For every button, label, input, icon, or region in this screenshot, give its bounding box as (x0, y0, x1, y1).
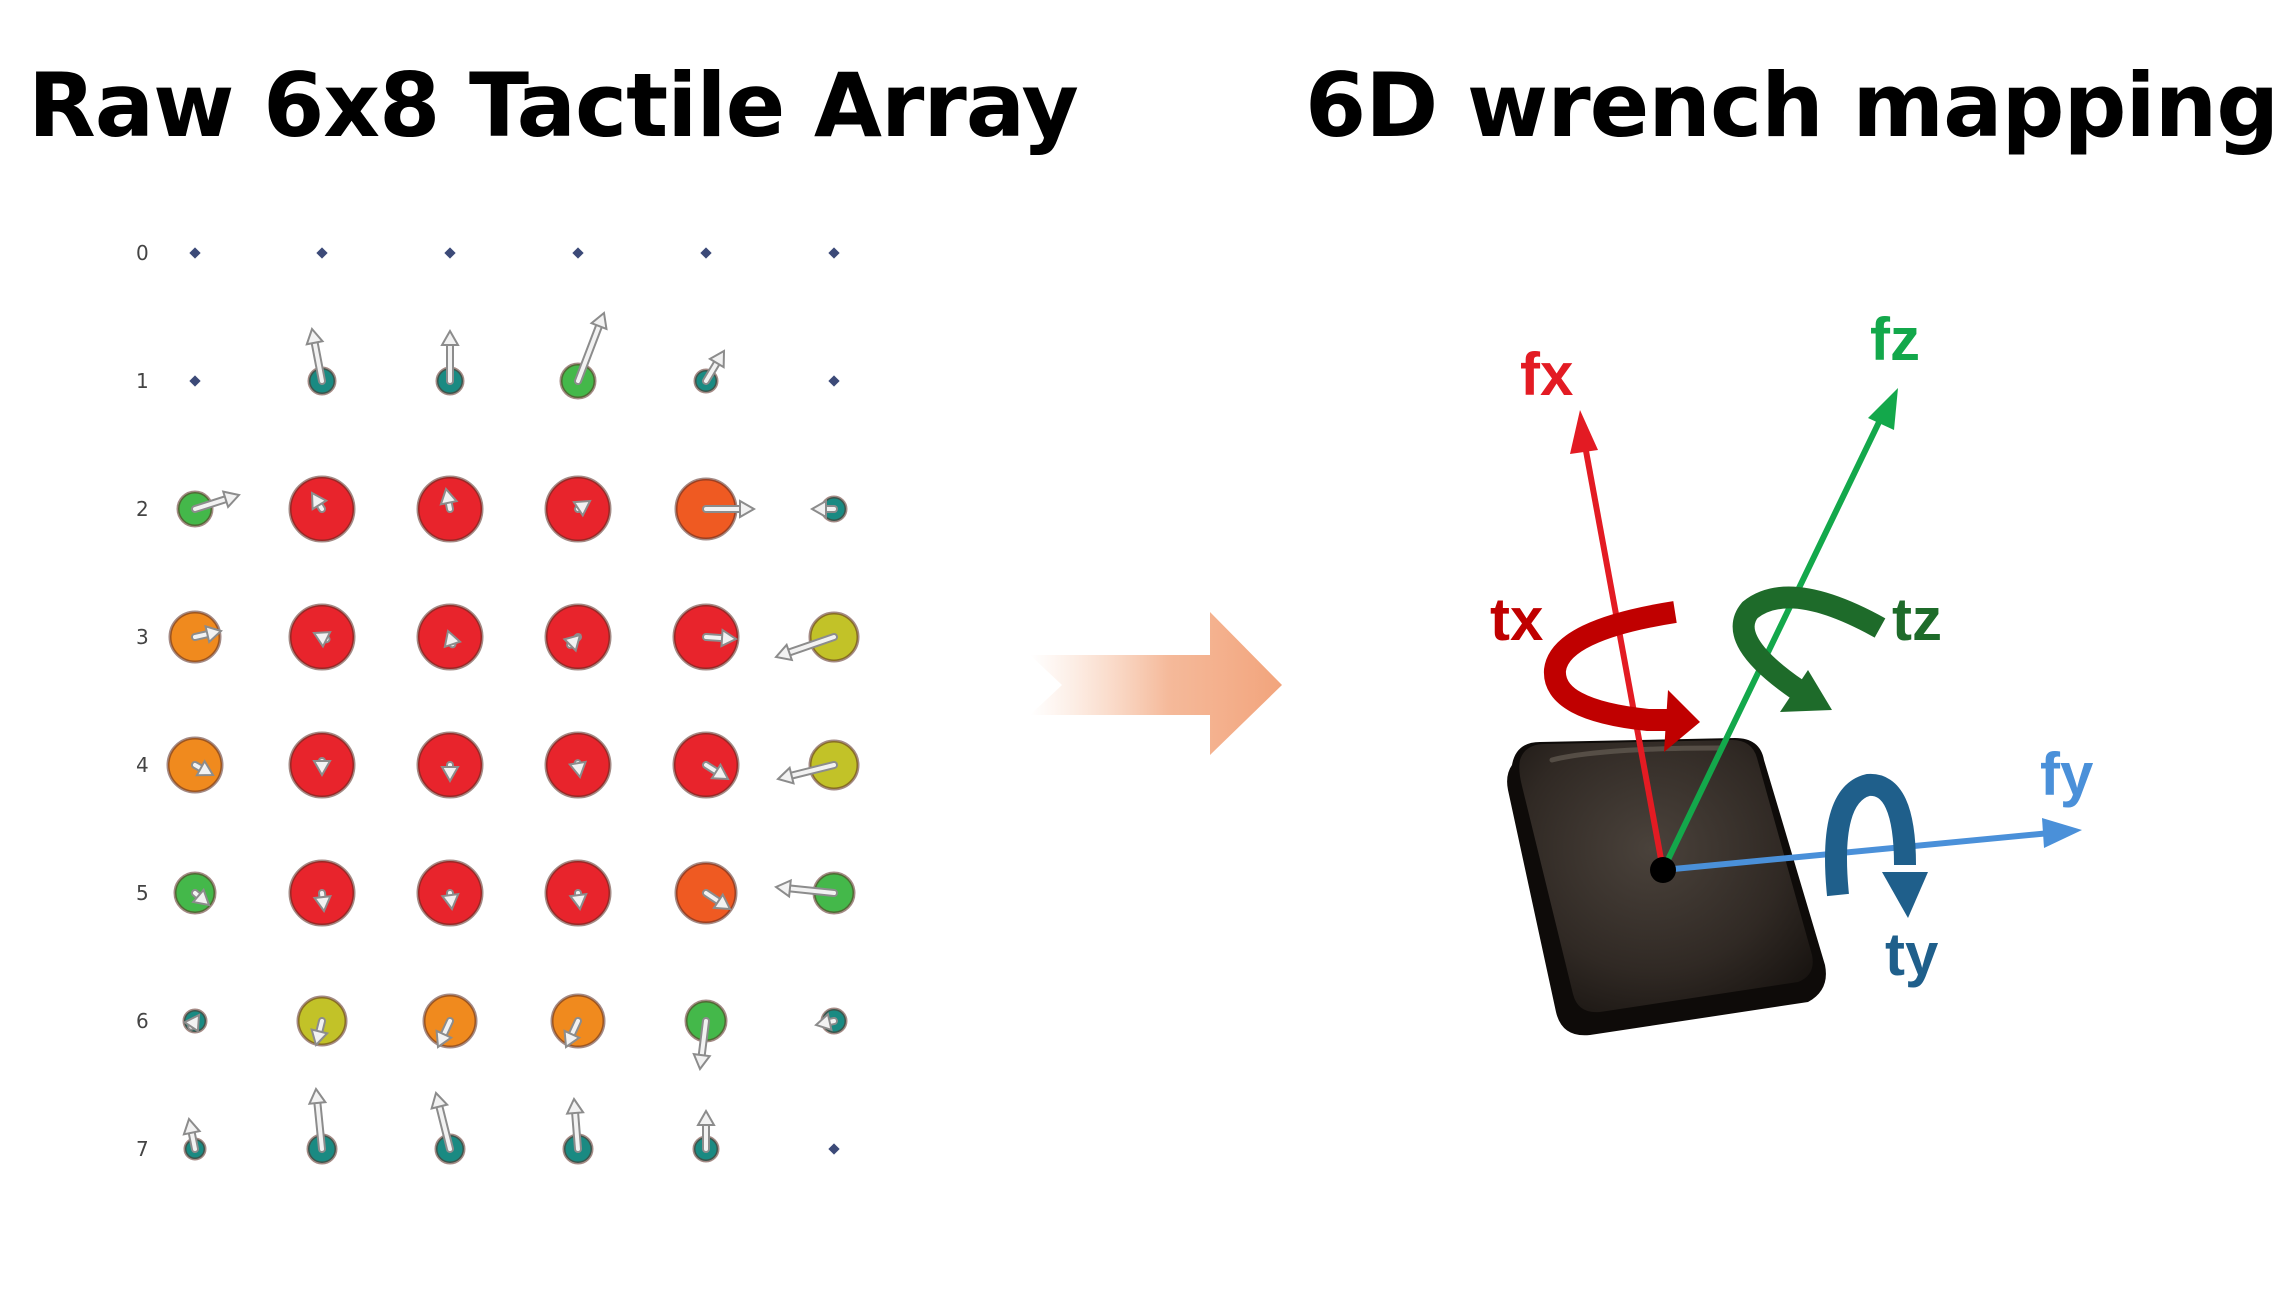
tactile-pad (1507, 738, 1826, 1036)
taxel-r5-c0 (173, 871, 217, 915)
taxel-r1-c2 (435, 328, 465, 396)
center-point (1650, 857, 1676, 883)
taxel-r0-c3 (572, 247, 584, 259)
taxel-r4-c3 (544, 731, 612, 799)
taxel-r0-c4 (700, 247, 712, 259)
label-fz: fz (1870, 306, 1920, 373)
taxel-r5-c4 (674, 861, 738, 925)
taxel-r4-c0 (166, 736, 224, 794)
label-fx: fx (1520, 341, 1573, 408)
taxel-r5-c2 (416, 859, 484, 927)
torque-arcs (1543, 586, 1928, 918)
taxel-r2-c2 (416, 475, 484, 543)
row-label-5: 5 (136, 881, 149, 905)
taxel-r6-c5 (814, 1007, 848, 1035)
taxel-r2-c3 (544, 475, 612, 543)
row-label-7: 7 (136, 1137, 149, 1161)
taxel-r0-c2 (444, 247, 456, 259)
taxel-r4-c1 (288, 731, 356, 799)
taxel-r7-c5 (828, 1143, 840, 1155)
taxel-r1-c3 (559, 311, 608, 400)
taxel-r1-c0 (189, 375, 201, 387)
taxel-r3-c5 (774, 611, 860, 663)
taxel-r6-c2 (422, 993, 478, 1049)
left-title: Raw 6x8 Tactile Array (28, 54, 1079, 157)
taxel-r4-c4 (672, 731, 740, 799)
taxel-r7-c0 (182, 1117, 207, 1161)
taxel-r4-c2 (416, 731, 484, 799)
taxel-r1-c4 (693, 349, 726, 394)
right-arrow-icon (1030, 612, 1282, 755)
taxel-r6-c4 (684, 999, 728, 1072)
row-label-3: 3 (136, 625, 149, 649)
row-label-1: 1 (136, 369, 149, 393)
taxel-r7-c2 (430, 1091, 466, 1165)
taxel-r7-c4 (692, 1108, 720, 1163)
taxel-r3-c1 (288, 603, 356, 671)
label-tx: tx (1490, 586, 1543, 653)
taxel-r6-c3 (550, 993, 606, 1049)
taxel-r2-c0 (176, 490, 241, 528)
tactile-grid: 0 1 2 3 4 5 6 7 (136, 241, 860, 1165)
taxel-r3-c4 (672, 603, 740, 671)
force-axes (1570, 388, 2082, 873)
row-label-6: 6 (136, 1009, 149, 1033)
taxel-r5-c3 (544, 859, 612, 927)
taxel-r0-c1 (316, 247, 328, 259)
taxel-r1-c5 (828, 375, 840, 387)
taxel-r5-c5 (773, 871, 856, 915)
taxel-r6-c1 (296, 995, 348, 1047)
right-title: 6D wrench mapping (1305, 54, 2278, 157)
taxel-r0-c5 (828, 247, 840, 259)
taxel-r7-c3 (562, 1096, 594, 1165)
taxel-r5-c1 (288, 859, 356, 927)
taxel-r4-c5 (776, 739, 860, 791)
taxel-r3-c3 (544, 603, 612, 671)
row-label-4: 4 (136, 753, 149, 777)
taxel-r6-c0 (182, 1008, 208, 1034)
taxel-r1-c1 (305, 327, 337, 396)
taxel-r3-c2 (416, 603, 484, 671)
taxel-r2-c1 (288, 475, 356, 543)
row-label-0: 0 (136, 241, 149, 265)
label-fy: fy (2040, 741, 2094, 808)
label-ty: ty (1885, 921, 1939, 988)
label-tz: tz (1892, 586, 1942, 653)
taxel-r2-c4 (674, 477, 757, 541)
taxel-r3-c0 (168, 610, 223, 664)
row-label-2: 2 (136, 497, 149, 521)
taxel-r0-c0 (189, 247, 201, 259)
taxel-r2-c5 (809, 495, 848, 523)
taxel-r7-c1 (306, 1086, 338, 1165)
